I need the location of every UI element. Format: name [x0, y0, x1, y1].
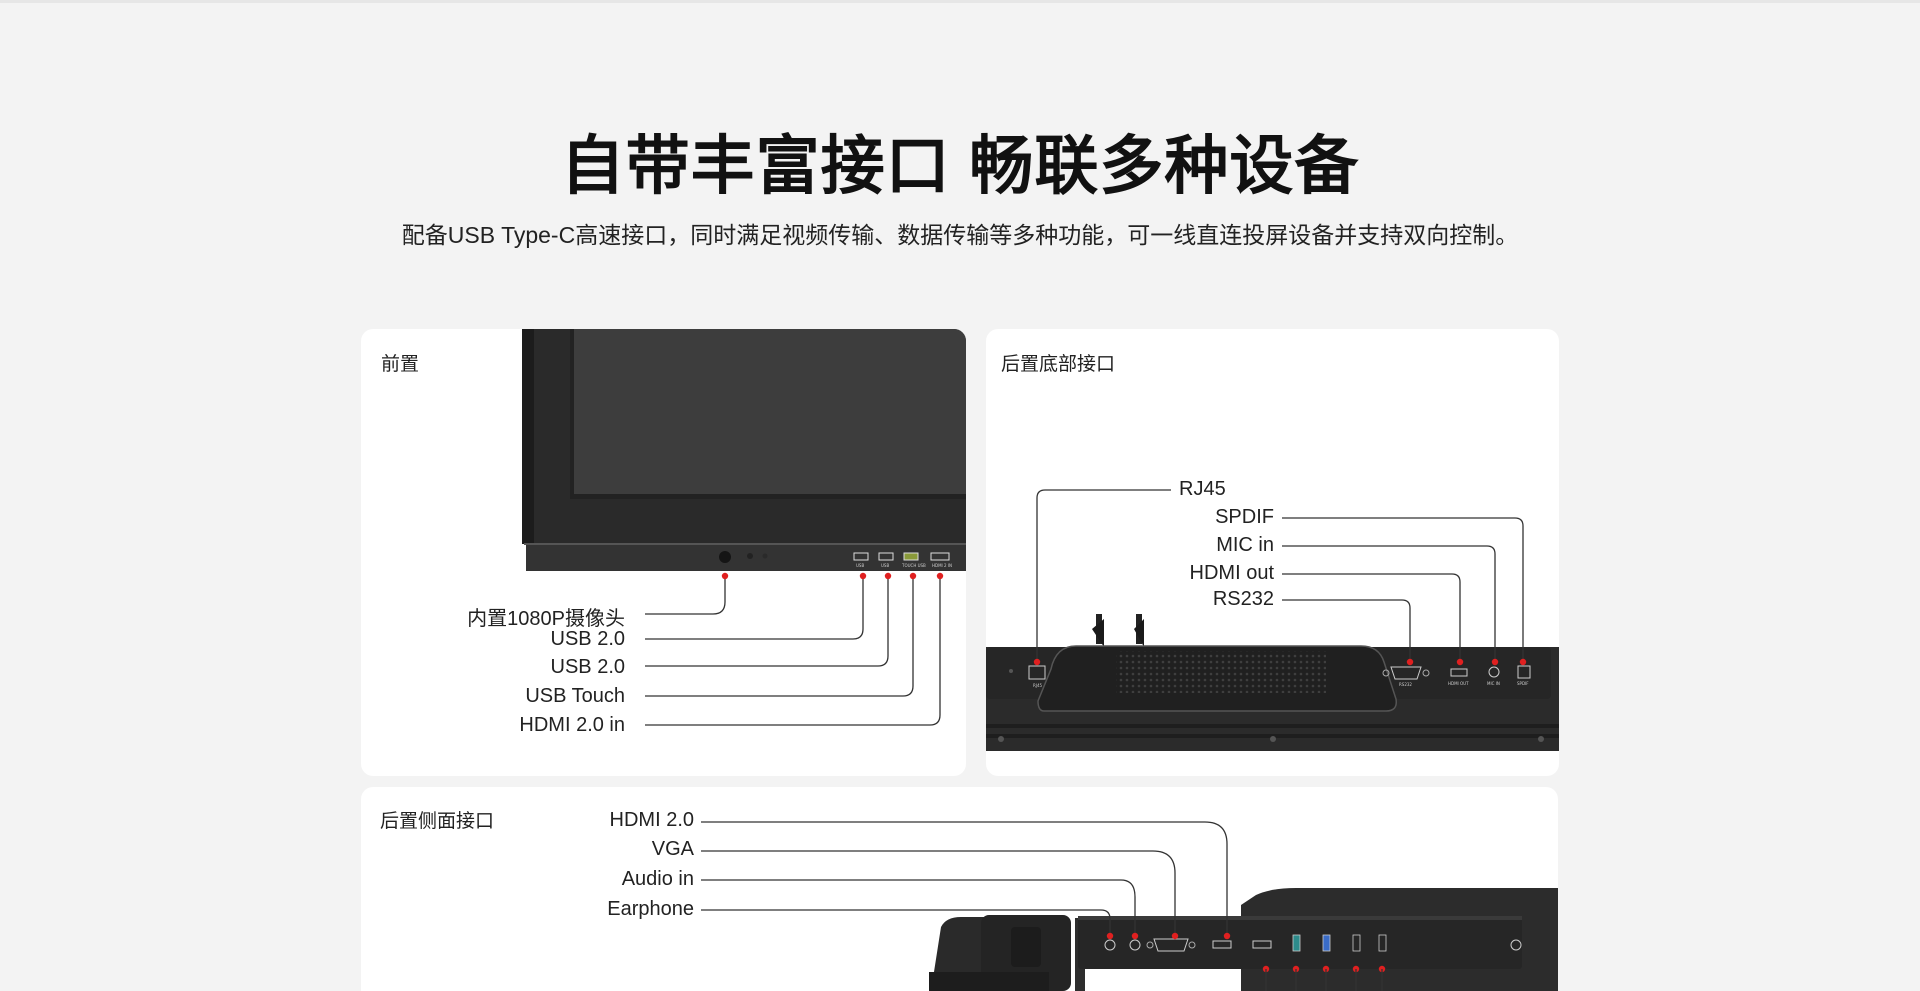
- spdif-port-icon: [1517, 665, 1531, 679]
- callout-dot: [1406, 658, 1414, 666]
- svg-text:HDMI OUT: HDMI OUT: [1448, 681, 1469, 686]
- callout-dot: [1519, 658, 1527, 666]
- rear-label-rj45: RJ45: [1179, 478, 1226, 500]
- callout-dot: [859, 572, 867, 580]
- usb-port-icon: [1378, 934, 1387, 952]
- svg-text:TOUCH USB: TOUCH USB: [901, 563, 926, 568]
- usb3-port-icon: [1322, 934, 1331, 952]
- front-label-usb-1: USB 2.0: [550, 628, 625, 650]
- front-label-hdmi-in: HDMI 2.0 in: [519, 714, 625, 736]
- svg-text:RJ45: RJ45: [1033, 683, 1043, 688]
- svg-text:MIC IN: MIC IN: [1487, 681, 1500, 686]
- hdmi-out-port-icon: [1450, 668, 1468, 677]
- svg-text:USB: USB: [856, 563, 864, 568]
- callout-dot: [721, 572, 729, 580]
- callout-dot: [909, 572, 917, 580]
- front-label-camera: 内置1080P摄像头: [467, 608, 625, 630]
- callout-dot: [1171, 932, 1179, 940]
- svg-text:RS232: RS232: [1399, 682, 1412, 687]
- page-title: 自带丰富接口 畅联多种设备: [560, 130, 1360, 202]
- svg-text:SPDIF: SPDIF: [1517, 681, 1529, 686]
- rear-label-rs232: RS232: [1212, 588, 1274, 610]
- callout-dot: [1491, 658, 1499, 666]
- earphone-port-icon: [1104, 939, 1116, 951]
- rj45-port-icon: [1028, 665, 1046, 680]
- usb-touch-port-icon: [903, 552, 919, 561]
- rs232-port-icon: [1390, 666, 1422, 680]
- rear-side-ports-card: 后置侧面接口 HDMI 2.0 VGA Audio in Earphone: [361, 787, 1558, 991]
- svg-text:HDMI 2 IN: HDMI 2 IN: [932, 563, 952, 568]
- rear-label-mic-in: MIC in: [1216, 534, 1274, 556]
- hdmi-port-icon: [1252, 940, 1272, 949]
- vga-port-icon: [1153, 938, 1189, 952]
- audio-in-port-icon: [1129, 939, 1141, 951]
- callout-dot: [1033, 658, 1041, 666]
- front-panel-illustration: USB USB TOUCH USB HDMI 2 IN: [522, 329, 966, 726]
- hdmi-port-icon: [1212, 940, 1232, 949]
- camera-icon: [719, 551, 731, 563]
- callout-dot: [1131, 932, 1139, 940]
- front-label-usb-touch: USB Touch: [525, 685, 625, 707]
- rear-side-illustration: [701, 821, 1558, 991]
- rear-side-title: 后置侧面接口: [380, 811, 495, 832]
- rear-label-spdif: SPDIF: [1215, 506, 1274, 528]
- callout-dot: [884, 572, 892, 580]
- usb-port-icon: [853, 552, 869, 561]
- top-divider: [0, 0, 1920, 3]
- front-port-strip: [526, 545, 966, 571]
- callout-dot: [1106, 932, 1114, 940]
- rear-bottom-ports-card: RJ45 RS232 HDMI OUT MIC IN SPDIF 后置底部接口 …: [986, 329, 1559, 776]
- side-label-audio-in: Audio in: [621, 868, 694, 890]
- side-label-hdmi: HDMI 2.0: [609, 809, 694, 831]
- mic-port-icon: [1488, 666, 1500, 678]
- front-label-usb-2: USB 2.0: [550, 656, 625, 678]
- rear-label-hdmi-out: HDMI out: [1189, 562, 1274, 584]
- usb-c-port-icon: [1292, 934, 1301, 952]
- front-title: 前置: [381, 354, 420, 375]
- rear-bottom-title: 后置底部接口: [1001, 354, 1116, 375]
- front-ports-card: USB USB TOUCH USB HDMI 2 IN 前置 内置1080P摄像…: [361, 329, 966, 776]
- tv-screen: [574, 329, 966, 494]
- side-label-earphone: Earphone: [607, 898, 694, 920]
- usb-port-icon: [1352, 934, 1361, 952]
- callout-dot: [1456, 658, 1464, 666]
- callout-dot: [936, 572, 944, 580]
- svg-text:USB: USB: [881, 563, 889, 568]
- side-label-vga: VGA: [651, 838, 694, 860]
- hdmi-port-icon: [930, 552, 950, 561]
- callout-dot: [1223, 932, 1231, 940]
- rear-bottom-illustration: RJ45 RS232 HDMI OUT MIC IN SPDIF: [986, 489, 1559, 751]
- page-subtitle: 配备USB Type-C高速接口，同时满足视频传输、数据传输等多种功能，可一线直…: [401, 222, 1519, 248]
- usb-port-icon: [878, 552, 894, 561]
